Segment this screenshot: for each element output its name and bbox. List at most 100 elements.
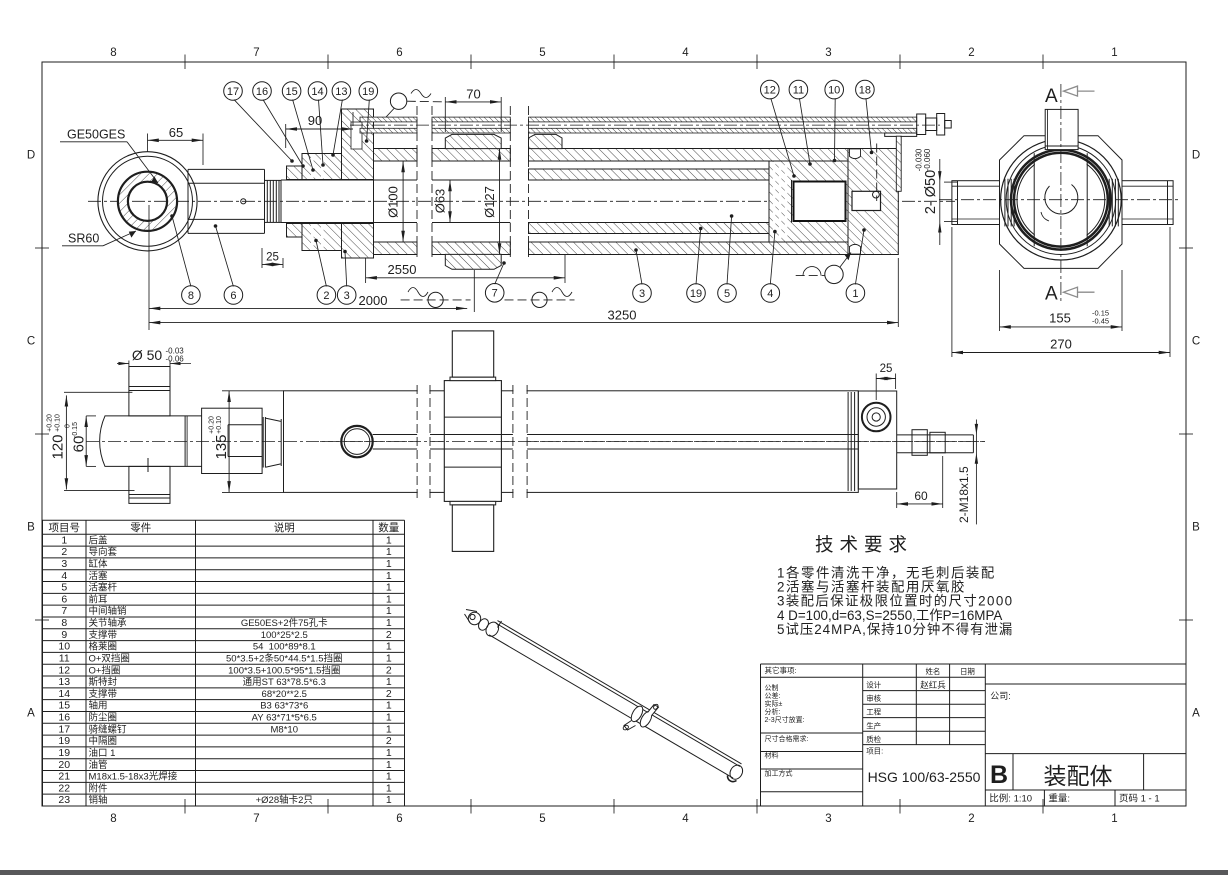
svg-text:附件: 附件 (89, 782, 109, 794)
svg-text:4: 4 (61, 570, 67, 582)
svg-text:120: 120 (50, 434, 67, 459)
svg-text:销轴: 销轴 (89, 794, 108, 806)
svg-text:C: C (27, 336, 35, 348)
svg-text:100*3.5+100.5*95*1.5挡圈: 100*3.5+100.5*95*1.5挡圈 (228, 664, 340, 676)
svg-text:B: B (990, 761, 1008, 789)
svg-text:2: 2 (386, 664, 392, 676)
svg-text:7: 7 (61, 605, 67, 617)
svg-text:1: 1 (386, 794, 392, 806)
svg-text:8: 8 (188, 290, 194, 302)
svg-text:生产: 生产 (866, 720, 881, 730)
svg-text:关节轴承: 关节轴承 (89, 617, 128, 629)
svg-text:B3 63*73*6: B3 63*73*6 (260, 701, 308, 712)
svg-text:C: C (1192, 336, 1200, 348)
svg-text:重量:: 重量: (1048, 793, 1070, 805)
svg-text:+0.20: +0.20 (47, 414, 54, 432)
svg-text:技术要求: 技术要求 (815, 534, 913, 555)
svg-text:1: 1 (386, 723, 392, 735)
svg-text:姓名: 姓名 (925, 666, 940, 676)
svg-text:60: 60 (914, 489, 928, 503)
svg-text:分析:: 分析: (765, 707, 781, 716)
svg-text:19: 19 (58, 735, 70, 747)
svg-text:90: 90 (308, 113, 322, 128)
svg-text:1: 1 (386, 641, 392, 653)
svg-text:设计: 设计 (866, 680, 881, 690)
svg-text:支撑带: 支撑带 (89, 688, 118, 700)
svg-text:通用ST 63*78.5*6.3: 通用ST 63*78.5*6.3 (243, 677, 326, 688)
svg-text:3250: 3250 (608, 308, 637, 323)
svg-text:Ø127: Ø127 (482, 186, 497, 218)
svg-text:7: 7 (253, 813, 259, 825)
svg-text:14: 14 (311, 86, 323, 98)
svg-text:缸体: 缸体 (89, 558, 109, 570)
svg-text:11: 11 (793, 84, 804, 96)
svg-text:270: 270 (1050, 337, 1072, 352)
svg-text:6: 6 (396, 813, 402, 825)
svg-text:尺寸合格需求:: 尺寸合格需求: (765, 734, 809, 743)
svg-text:实际±: 实际± (765, 699, 783, 708)
svg-text:1: 1 (386, 747, 392, 759)
svg-text:M8*10: M8*10 (271, 724, 298, 735)
svg-text:2活塞与活塞杆装配用厌氧胶: 2活塞与活塞杆装配用厌氧胶 (777, 579, 966, 595)
svg-text:公司:: 公司: (990, 691, 1011, 701)
svg-text:工程: 工程 (866, 708, 881, 717)
svg-text:17: 17 (58, 723, 70, 735)
svg-text:比例: 1:10: 比例: 1:10 (989, 793, 1032, 805)
svg-text:导向套: 导向套 (89, 546, 118, 558)
svg-text:15: 15 (285, 86, 297, 98)
svg-text:15: 15 (58, 700, 70, 712)
svg-text:1: 1 (386, 759, 392, 771)
svg-text:材料: 材料 (765, 751, 779, 760)
svg-text:活塞: 活塞 (89, 570, 109, 582)
svg-text:其它事项:: 其它事项: (765, 665, 797, 675)
svg-text:1各零件清洗干净，无毛刺后装配: 1各零件清洗干净，无毛刺后装配 (777, 566, 996, 581)
svg-text:+0.20: +0.20 (209, 416, 216, 434)
svg-text:防尘圈: 防尘圈 (89, 712, 118, 724)
svg-text:50*3.5+2条50*44.5*1.5挡圈: 50*3.5+2条50*44.5*1.5挡圈 (226, 652, 342, 664)
svg-text:页码 1 - 1: 页码 1 - 1 (1119, 794, 1160, 805)
svg-text:O+挡圈: O+挡圈 (89, 664, 121, 676)
svg-text:D: D (1192, 150, 1200, 162)
svg-text:25: 25 (880, 363, 893, 375)
svg-text:+Ø28轴卡2只: +Ø28轴卡2只 (256, 794, 313, 806)
svg-text:4: 4 (767, 288, 773, 300)
svg-text:5: 5 (61, 582, 67, 594)
svg-text:6: 6 (396, 47, 402, 59)
svg-text:项目:: 项目: (866, 747, 883, 756)
svg-text:A: A (1045, 86, 1058, 107)
svg-text:21: 21 (58, 771, 70, 783)
svg-text:3: 3 (61, 558, 67, 570)
svg-text:+0.10: +0.10 (55, 414, 62, 432)
svg-text:1: 1 (1111, 813, 1117, 825)
svg-text:零件: 零件 (130, 522, 151, 534)
svg-text:中隔圈: 中隔圈 (89, 735, 118, 747)
svg-text:10: 10 (828, 84, 840, 96)
svg-text:60: 60 (71, 436, 88, 453)
svg-text:1: 1 (1111, 47, 1117, 59)
svg-text:4 D=100,d=63,S=2550,工作P=16MPA: 4 D=100,d=63,S=2550,工作P=16MPA (777, 608, 1002, 623)
svg-text:12: 12 (58, 664, 70, 676)
svg-text:7: 7 (253, 47, 259, 59)
svg-text:4: 4 (682, 813, 689, 825)
svg-text:19: 19 (362, 86, 374, 98)
svg-text:3: 3 (344, 290, 350, 302)
svg-text:5试压24MPA,保持10分钟不得有泄漏: 5试压24MPA,保持10分钟不得有泄漏 (777, 621, 1013, 637)
svg-text:2: 2 (386, 735, 392, 747)
svg-text:装配体: 装配体 (1044, 763, 1113, 789)
svg-text:70: 70 (466, 87, 480, 102)
svg-text:25: 25 (266, 252, 279, 264)
svg-text:油管: 油管 (89, 759, 108, 771)
svg-text:1: 1 (386, 676, 392, 688)
svg-text:1: 1 (61, 534, 67, 546)
svg-text:11: 11 (59, 652, 70, 664)
svg-text:日期: 日期 (960, 667, 975, 676)
svg-text:7: 7 (492, 288, 498, 300)
svg-text:A: A (1045, 284, 1058, 305)
svg-text:9: 9 (61, 629, 67, 641)
svg-text:-0.15: -0.15 (1092, 309, 1109, 318)
svg-text:68*20**2.5: 68*20**2.5 (262, 689, 307, 700)
svg-text:0: 0 (65, 424, 72, 428)
svg-text:12: 12 (764, 84, 776, 96)
svg-text:O+双挡圈: O+双挡圈 (89, 652, 130, 664)
svg-text:-0.030: -0.030 (915, 148, 924, 171)
